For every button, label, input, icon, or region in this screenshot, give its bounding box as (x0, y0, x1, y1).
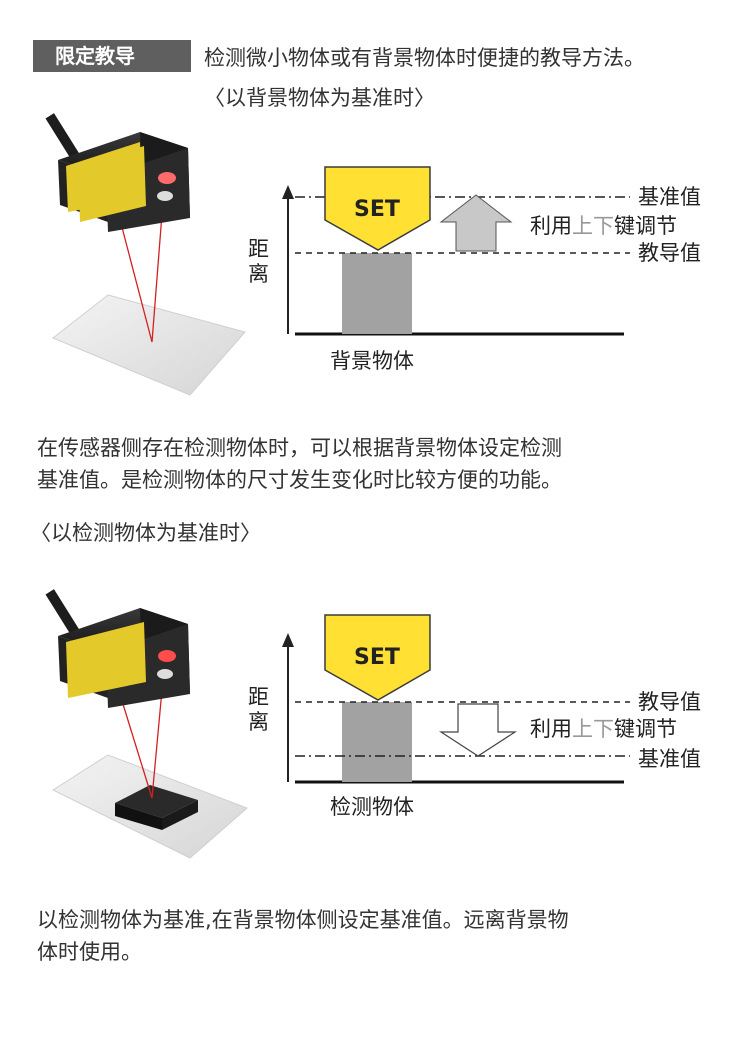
background-plate (52, 294, 246, 396)
y-axis-arrowhead-2 (282, 633, 294, 647)
sensor-cable (45, 113, 81, 161)
laser-beam-emit-2 (117, 687, 153, 799)
teach-label: 教导值 (638, 241, 701, 265)
down-arrow (438, 703, 518, 757)
teach-label-2: 教导值 (638, 690, 701, 714)
sensor-led-2 (158, 650, 176, 662)
intro-line-1: 检测微小物体或有背景物体时便捷的教导方法。 (204, 46, 645, 70)
section-tag: 限定教导 (33, 40, 191, 72)
set-pentagon (324, 166, 431, 251)
detect-object-bar (342, 702, 412, 782)
paragraph-1-line-2: 基准值。是检测物体的尺寸发生变化时比较方便的功能。 (37, 468, 562, 492)
laser-beam-emit (117, 211, 153, 343)
y-axis-arrowhead (282, 185, 294, 199)
target-block-front (115, 803, 162, 830)
set-pentagon-2 (324, 614, 431, 701)
y-axis-label-top: 距 (248, 237, 269, 261)
y-axis-label-top-2: 距 (248, 685, 269, 709)
section-2-title: 〈以检测物体为基准时〉 (30, 521, 261, 545)
sensor-cable-2 (45, 589, 81, 637)
reference-label-2: 基准值 (638, 747, 701, 771)
object-label: 背景物体 (330, 349, 414, 373)
target-block-top (115, 785, 198, 818)
reference-label: 基准值 (638, 185, 701, 209)
paragraph-2-line-2: 体时使用。 (37, 940, 142, 964)
adjust-label-2: 利用上下键调节 (530, 717, 677, 741)
distance-diagram-1: SET 距 离 基准值 利用上下键调节 教导值 背景物体 (248, 166, 701, 373)
y-axis-label-bottom-2: 离 (248, 710, 269, 734)
object-label-2: 检测物体 (330, 795, 414, 819)
set-label-2: SET (354, 645, 400, 670)
sensor-logo-badge (157, 191, 173, 201)
adjust-label: 利用上下键调节 (530, 214, 677, 238)
distance-diagram-2: SET 距 离 教导值 利用上下键调节 基准值 检测物体 (248, 614, 701, 819)
sensor-logo-badge-2 (157, 669, 173, 679)
background-object-bar (342, 253, 412, 334)
target-block-side (162, 800, 198, 830)
up-arrow (439, 194, 513, 252)
laser-beam-return (151, 213, 163, 343)
set-label: SET (354, 197, 400, 222)
tag-divider (191, 40, 199, 72)
sensor-label-panel (78, 146, 146, 222)
laser-beam-return-2 (151, 689, 163, 799)
sensor-illustration-2 (45, 589, 248, 859)
intro-line-2: 〈以背景物体为基准时〉 (204, 86, 435, 110)
sensor-illustration-1 (45, 113, 246, 396)
y-axis-label-bottom: 离 (248, 262, 269, 286)
paragraph-1-line-1: 在传感器侧存在检测物体时，可以根据背景物体设定检测 (37, 436, 562, 460)
sensor-label-panel-2 (66, 622, 146, 698)
paragraph-2-line-1: 以检测物体为基准,在背景物体侧设定基准值。远离背景物 (37, 908, 569, 932)
sensor-led (158, 172, 176, 184)
